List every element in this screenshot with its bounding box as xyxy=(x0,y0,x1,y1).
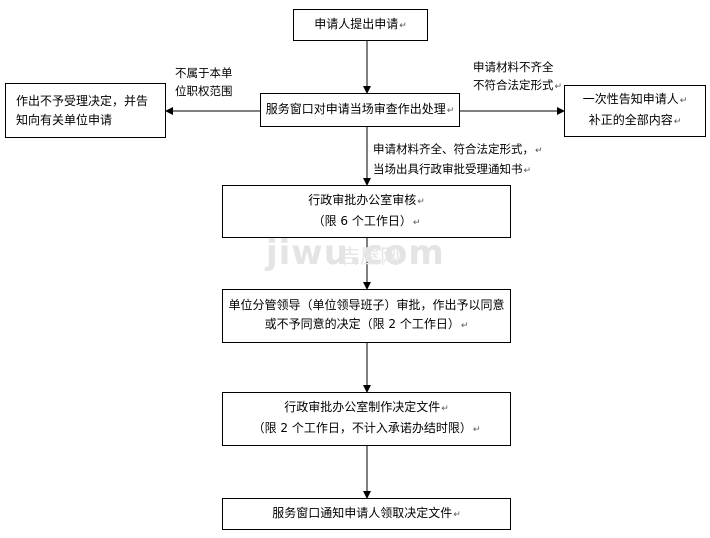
box-make-decision: 行政审批办公室制作决定文件↵ （限 2 个工作日，不计入承诺办结时限）↵ xyxy=(222,392,511,446)
box-notify-once-line-1: 一次性告知申请人 xyxy=(582,92,679,106)
label-incomplete: 申请材料不齐全 不符合法定形式↵ xyxy=(473,58,562,96)
box-reject-line-2: 知向有关单位申请 xyxy=(16,112,113,127)
box-leader-approval-line-1: 单位分管领导（单位领导班子）审批，作出予以同意 xyxy=(228,298,505,312)
return-mark: ↵ xyxy=(472,425,481,435)
return-mark: ↵ xyxy=(417,196,425,207)
box-apply-line-1: 申请人提出申请 xyxy=(314,16,399,31)
box-apply: 申请人提出申请↵ xyxy=(293,9,428,41)
label-out-of-scope: 不属于本单 位职权范围 xyxy=(175,64,233,100)
box-reject: 作出不予受理决定，并告 知向有关单位申请 xyxy=(5,83,166,138)
label-incomplete-line-1: 申请材料不齐全 xyxy=(473,60,554,74)
box-reject-line-1: 作出不予受理决定，并告 xyxy=(16,93,149,108)
return-mark: ↵ xyxy=(679,96,688,106)
box-window-review: 服务窗口对申请当场审查作出处理↵ xyxy=(260,93,460,127)
box-notify-once: 一次性告知申请人↵ 补正的全部内容↵ xyxy=(564,85,706,137)
label-out-of-scope-line-2: 位职权范围 xyxy=(175,84,233,98)
label-out-of-scope-line-1: 不属于本单 xyxy=(175,66,233,80)
return-mark: ↵ xyxy=(460,321,469,331)
box-leader-approval: 单位分管领导（单位领导班子）审批，作出予以同意 或不予同意的决定（限 2 个工作… xyxy=(222,289,511,343)
box-make-decision-line-2: （限 2 个工作日，不计入承诺办结时限） xyxy=(252,421,472,435)
box-notify-collect: 服务窗口通知申请人领取决定文件↵ xyxy=(222,498,511,530)
return-mark: ↵ xyxy=(446,105,455,116)
box-window-review-line-1: 服务窗口对申请当场审查作出处理 xyxy=(265,101,446,116)
box-make-decision-line-1: 行政审批办公室制作决定文件 xyxy=(284,400,441,414)
return-mark: ↵ xyxy=(554,82,563,92)
return-mark: ↵ xyxy=(441,404,449,414)
box-leader-approval-line-2: 或不予同意的决定（限 2 个工作日） xyxy=(264,317,460,331)
label-complete: 申请材料齐全、符合法定形式，↵ 当场出具行政审批受理通知书↵ xyxy=(373,140,543,180)
return-mark: ↵ xyxy=(412,217,421,228)
return-mark: ↵ xyxy=(535,146,543,156)
box-notify-once-line-2: 补正的全部内容 xyxy=(588,113,673,127)
return-mark: ↵ xyxy=(453,509,461,520)
label-complete-line-2: 当场出具行政审批受理通知书 xyxy=(373,162,523,176)
watermark-logo: jiwu.com xyxy=(266,233,445,273)
label-incomplete-line-2: 不符合法定形式 xyxy=(473,78,554,92)
return-mark: ↵ xyxy=(399,20,407,31)
return-mark: ↵ xyxy=(673,117,682,127)
box-office-review-line-2: （限 6 个工作日） xyxy=(312,213,412,228)
box-notify-collect-line-1: 服务窗口通知申请人领取决定文件 xyxy=(272,505,453,520)
box-office-review-line-1: 行政审批办公室审核 xyxy=(308,192,417,207)
watermark-brand: 吉屋网 xyxy=(340,244,400,268)
label-complete-line-1: 申请材料齐全、符合法定形式， xyxy=(373,142,534,156)
box-office-review: 行政审批办公室审核↵ （限 6 个工作日）↵ xyxy=(222,185,511,238)
return-mark: ↵ xyxy=(523,166,532,176)
